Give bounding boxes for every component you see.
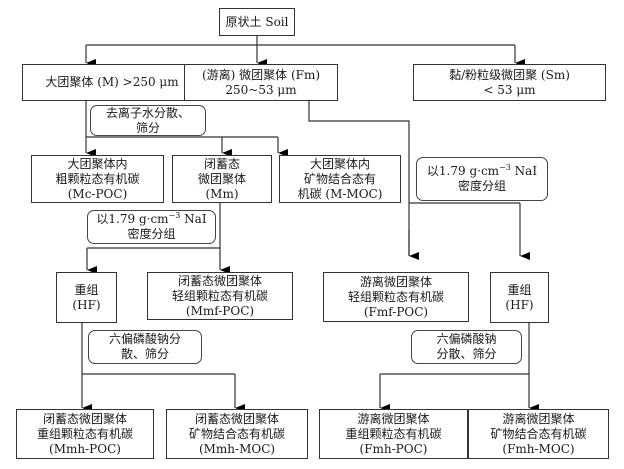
silt-clay-box: 黏/粉粒级微团聚 (Sm) < 53 μm (413, 64, 606, 101)
hf-right-line1: 重组 (507, 282, 532, 297)
fmh-poc-box: 游离微团聚体 重组颗粒态有机碳 (Fmh-POC) (319, 409, 468, 459)
mmh-moc-box: 闭蓄态微团聚体 矿物结合态有机碳 (Mmh-MOC) (166, 409, 308, 459)
fmh-poc-line1: 游离微团聚体 (357, 411, 430, 426)
mmh-poc-box: 闭蓄态微团聚体 重组颗粒态有机碳 (Mmh-POC) (16, 409, 154, 459)
nai-left-line1: 以1.79 g·cm−3 NaI (96, 212, 206, 227)
nai-left-text: 以1.79 g·cm (96, 212, 169, 226)
nai-right-line2: 密度分组 (457, 179, 506, 193)
hmp-dispersion-note-left: 六偏磷酸钠分 散、筛分 (88, 330, 202, 364)
hmp-right-line1: 六偏磷酸钠 (436, 332, 497, 346)
silt-clay-size: < 53 μm (483, 82, 536, 97)
silt-clay-label: 黏/粉粒级微团聚 (Sm) (449, 67, 570, 82)
free-microaggregate-size: 250~53 μm (225, 82, 297, 97)
hf-right-box: 重组 (HF) (490, 272, 549, 323)
water-dispersion-note: 去离子水分散、 筛分 (90, 105, 206, 136)
hf-left-line2: (HF) (72, 297, 101, 312)
mc-poc-line1: 大团聚体内 (67, 156, 128, 171)
mm-line1: 闭蓄态 (203, 156, 240, 171)
fmh-moc-box: 游离微团聚体 矿物结合态有机碳 (Fmh-MOC) (468, 409, 609, 459)
hmp-right-line2: 分散、筛分 (436, 347, 497, 361)
nai-right-text: 以1.79 g·cm (426, 164, 500, 178)
macroaggregate-label: 大团聚体 (M) >250 μm (45, 75, 179, 89)
nai-right-sup: −3 (499, 163, 511, 172)
mm-box: 闭蓄态 微团聚体 (Mm) (172, 155, 272, 203)
mmh-moc-line3: (Mmh-MOC) (198, 441, 276, 456)
fmh-moc-line1: 游离微团聚体 (502, 411, 575, 426)
free-microaggregate-box: (游离) 微团聚体 (Fm) 250~53 μm (184, 64, 338, 101)
fmh-moc-line3: (Fmh-MOC) (502, 441, 575, 456)
connector-fm-trunk (308, 101, 410, 256)
water-dispersion-line1: 去离子水分散、 (105, 105, 190, 120)
mmf-poc-line1: 闭蓄态微团聚体 (177, 273, 262, 288)
fmf-poc-line3: (Fmf-POC) (363, 304, 429, 319)
hf-left-line1: 重组 (74, 282, 99, 297)
mmf-poc-line3: (Mmf-POC) (185, 303, 255, 318)
mm-line3: (Mm) (205, 186, 239, 201)
nai-right-line1: 以1.79 g·cm−3 NaI (427, 164, 537, 179)
mmh-poc-line3: (Mmh-POC) (49, 441, 121, 456)
macroaggregate-box: 大团聚体 (M) >250 μm (22, 64, 202, 101)
hmp-left-line1: 六偏磷酸钠分 (108, 332, 181, 346)
nai-left-line2: 密度分组 (127, 227, 176, 241)
root-soil-box: 原状土 Soil (219, 8, 295, 36)
m-moc-line1: 大团聚体内 (309, 156, 370, 171)
mmf-poc-line2: 轻组颗粒态有机碳 (171, 288, 268, 303)
water-dispersion-line2: 筛分 (135, 120, 160, 135)
mc-poc-line3: (Mc-POC) (67, 186, 128, 201)
m-moc-line3: 机碳 (M-MOC) (297, 186, 383, 201)
root-label: 原状土 Soil (225, 14, 289, 29)
mmh-poc-line1: 闭蓄态微团聚体 (42, 411, 127, 426)
mc-poc-line2: 粗颗粒态有机碳 (55, 171, 140, 186)
nai-density-note-right: 以1.79 g·cm−3 NaI 密度分组 (416, 157, 548, 201)
fmf-poc-box: 游离微团聚体 轻组颗粒态有机碳 (Fmf-POC) (323, 272, 469, 322)
fmh-moc-line2: 矿物结合态有机碳 (490, 426, 587, 441)
mmf-poc-box: 闭蓄态微团聚体 轻组颗粒态有机碳 (Mmf-POC) (147, 272, 293, 320)
fmf-poc-line2: 轻组颗粒态有机碳 (347, 289, 444, 304)
mmh-moc-line2: 矿物结合态有机碳 (188, 426, 285, 441)
mmh-moc-line1: 闭蓄态微团聚体 (194, 411, 279, 426)
fmf-poc-line1: 游离微团聚体 (359, 274, 432, 289)
m-moc-box: 大团聚体内 矿物结合态有 机碳 (M-MOC) (279, 155, 401, 203)
free-microaggregate-label: (游离) 微团聚体 (Fm) (201, 67, 321, 82)
mm-line2: 微团聚体 (197, 171, 246, 186)
mmh-poc-line2: 重组颗粒态有机碳 (36, 426, 133, 441)
hf-right-line2: (HF) (505, 297, 534, 312)
fmh-poc-line2: 重组颗粒态有机碳 (345, 426, 442, 441)
fmh-poc-line3: (Fmh-POC) (359, 441, 428, 456)
hf-left-box: 重组 (HF) (56, 272, 117, 323)
nai-left-sup: −3 (168, 211, 181, 220)
hmp-dispersion-note-right: 六偏磷酸钠 分散、筛分 (411, 330, 522, 364)
mc-poc-box: 大团聚体内 粗颗粒态有机碳 (Mc-POC) (31, 155, 164, 203)
nai-density-note-left: 以1.79 g·cm−3 NaI 密度分组 (87, 210, 216, 244)
nai-left-text-post: NaI (180, 212, 207, 226)
hmp-left-line2: 散、筛分 (120, 347, 169, 361)
nai-right-text-post: NaI (510, 164, 538, 178)
m-moc-line2: 矿物结合态有 (303, 171, 376, 186)
